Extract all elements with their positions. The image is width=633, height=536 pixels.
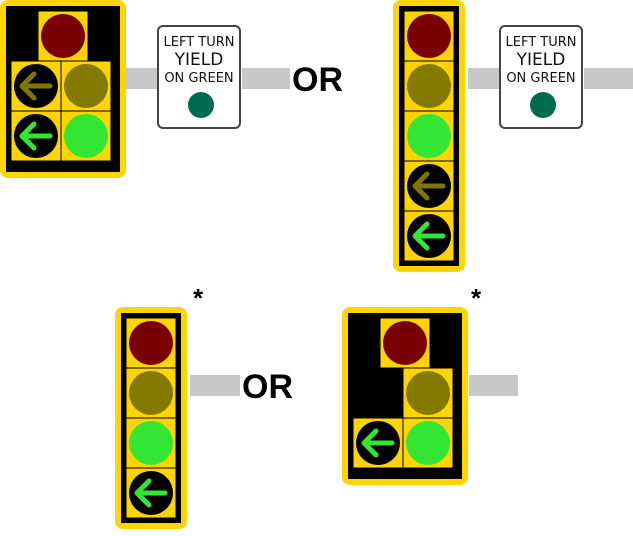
lens-cell — [403, 10, 455, 62]
lens-cell — [379, 317, 431, 369]
lens-cell — [403, 160, 455, 212]
left-turn-yield-sign: LEFT TURN YIELD ON GREEN — [499, 25, 583, 129]
lens-cell — [402, 417, 454, 469]
lens-cell — [125, 367, 177, 419]
arrow-left-glyph — [361, 428, 395, 458]
asterisk-mark: * — [193, 283, 204, 313]
sign-line-3: ON GREEN — [506, 71, 576, 86]
lens-cell — [10, 60, 62, 112]
arrow-left-yellow-icon — [407, 164, 451, 208]
arrow-left-glyph — [412, 221, 446, 251]
left-turn-yield-sign: LEFT TURN YIELD ON GREEN — [157, 25, 241, 129]
or-label: OR — [292, 61, 343, 99]
circle-green-icon — [64, 114, 108, 158]
asterisk-mark: * — [471, 283, 482, 313]
bottom-right-cluster-signal — [342, 307, 468, 485]
lens-cell — [60, 110, 112, 162]
arrow-left-glyph — [134, 478, 168, 508]
sign-line-2: YIELD — [174, 50, 224, 70]
lens-cell — [37, 10, 89, 62]
sign-line-2: YIELD — [516, 50, 566, 70]
circle-red-icon — [383, 321, 427, 365]
sign-line-3: ON GREEN — [164, 71, 234, 86]
sign-line-1: LEFT TURN — [505, 35, 577, 50]
mast-arm — [190, 375, 240, 396]
circle-yellow-icon — [129, 371, 173, 415]
arrow-left-green-icon — [129, 471, 173, 515]
arrow-left-glyph — [412, 171, 446, 201]
arrow-left-yellow-icon — [14, 64, 58, 108]
circle-green-icon — [407, 114, 451, 158]
arrow-left-glyph — [19, 71, 53, 101]
top-left-cluster-signal — [0, 0, 126, 178]
bottom-left-vertical-signal — [115, 307, 187, 529]
mast-arm — [126, 68, 158, 89]
lens-cell — [352, 417, 404, 469]
green-ball-icon — [530, 92, 556, 118]
lens-cell — [403, 110, 455, 162]
circle-red-icon — [41, 14, 85, 58]
mast-arm — [242, 68, 290, 89]
arrow-left-green-icon — [407, 214, 451, 258]
circle-green-icon — [406, 421, 450, 465]
mast-arm — [584, 68, 633, 89]
circle-yellow-icon — [406, 371, 450, 415]
green-ball-icon — [188, 92, 214, 118]
lens-cell — [10, 110, 62, 162]
lens-cell — [125, 417, 177, 469]
top-right-vertical-signal — [393, 0, 465, 272]
mast-arm — [469, 375, 518, 396]
circle-red-icon — [407, 14, 451, 58]
sign-line-1: LEFT TURN — [163, 35, 235, 50]
arrow-left-green-icon — [14, 114, 58, 158]
mast-arm — [468, 68, 500, 89]
circle-yellow-icon — [407, 64, 451, 108]
lens-cell — [403, 210, 455, 262]
circle-red-icon — [129, 321, 173, 365]
or-label: OR — [242, 368, 293, 406]
lens-cell — [125, 467, 177, 519]
arrow-left-glyph — [19, 121, 53, 151]
lens-cell — [125, 317, 177, 369]
arrow-left-green-icon — [356, 421, 400, 465]
lens-cell — [403, 60, 455, 112]
lens-cell — [402, 367, 454, 419]
circle-yellow-icon — [64, 64, 108, 108]
circle-green-icon — [129, 421, 173, 465]
lens-cell — [60, 60, 112, 112]
